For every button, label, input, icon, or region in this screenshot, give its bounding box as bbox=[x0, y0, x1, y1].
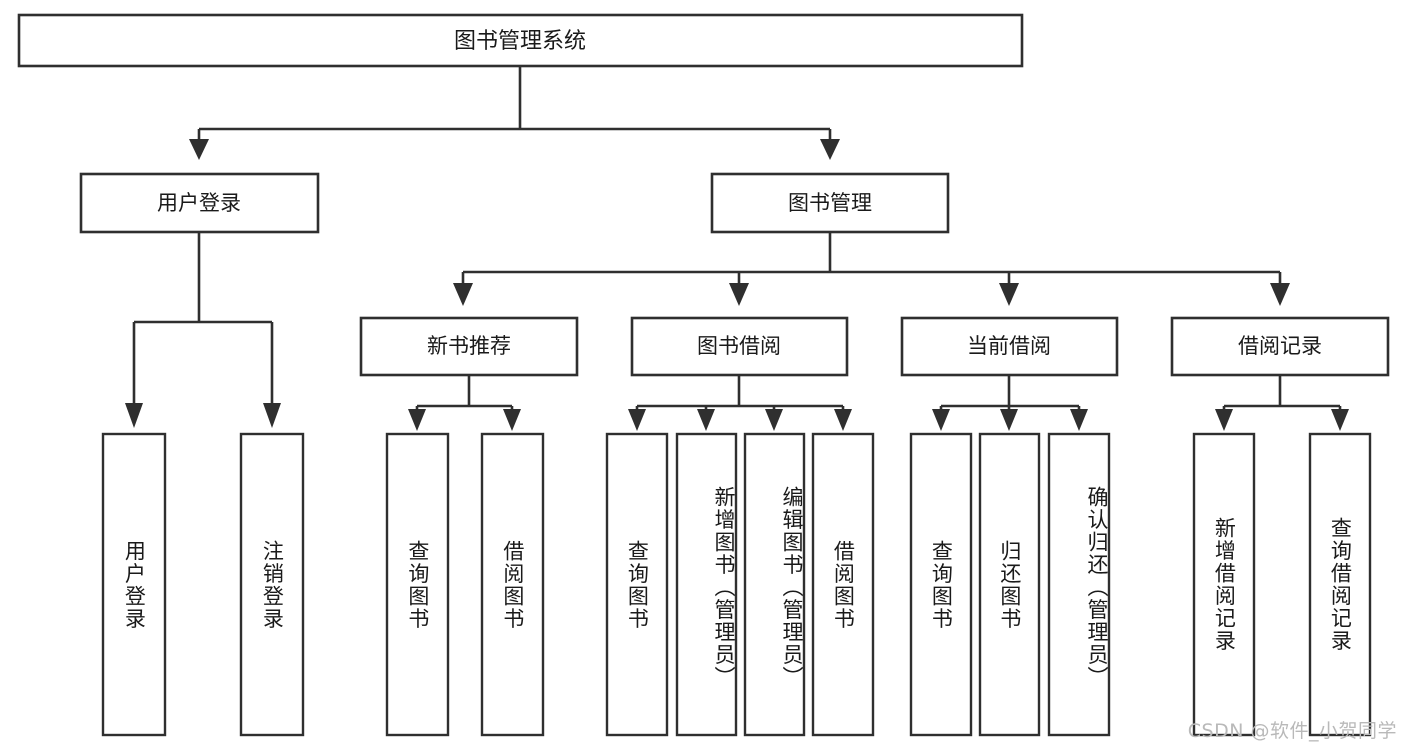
node-leaf-add-borrow-record-box[interactable] bbox=[1192, 432, 1256, 737]
node-user-login-box[interactable] bbox=[79, 172, 320, 234]
arrow-br-leaf-1 bbox=[1215, 409, 1233, 431]
node-leaf-user-logout-box[interactable] bbox=[239, 432, 305, 737]
node-leaf-query-book-2-box[interactable] bbox=[605, 432, 669, 737]
arrow-cb-leaf-2 bbox=[1000, 409, 1018, 431]
connector-group-user-login bbox=[125, 232, 281, 428]
arrow-bb-leaf-1 bbox=[628, 409, 646, 431]
node-leaf-return-book-box[interactable] bbox=[978, 432, 1041, 737]
arrow-root-to-book-management bbox=[820, 139, 840, 160]
node-current-borrow-box[interactable] bbox=[900, 316, 1119, 377]
connector-group-book-management bbox=[453, 232, 1290, 306]
node-book-management-label: 图书管理 bbox=[788, 191, 872, 215]
arrow-bb-leaf-3 bbox=[765, 409, 783, 431]
node-root-box[interactable] bbox=[17, 13, 1024, 68]
node-current-borrow[interactable]: 当前借阅 bbox=[900, 316, 1119, 377]
arrow-user-login-leaf-2 bbox=[263, 403, 281, 428]
node-borrow-record[interactable]: 借阅记录 bbox=[1170, 316, 1390, 377]
node-new-book-recommend-box[interactable] bbox=[359, 316, 579, 377]
node-user-login-label: 用户登录 bbox=[157, 191, 241, 215]
arrow-user-login-leaf-1 bbox=[125, 403, 143, 428]
arrow-bm-to-current-borrow bbox=[999, 283, 1019, 306]
node-borrow-record-box[interactable] bbox=[1170, 316, 1390, 377]
arrow-nbr-leaf-1 bbox=[408, 409, 426, 431]
node-new-book-recommend-label: 新书推荐 bbox=[427, 334, 511, 358]
arrow-cb-leaf-3 bbox=[1070, 409, 1088, 431]
arrow-bm-to-book-borrow bbox=[729, 283, 749, 306]
node-book-management[interactable]: 图书管理 bbox=[710, 172, 950, 234]
leaf-box-group bbox=[101, 432, 1372, 737]
arrow-bb-leaf-4 bbox=[834, 409, 852, 431]
arrow-cb-leaf-1 bbox=[932, 409, 950, 431]
arrow-bb-leaf-2 bbox=[697, 409, 715, 431]
arrow-nbr-leaf-2 bbox=[503, 409, 521, 431]
connector-group-root bbox=[189, 66, 840, 160]
node-leaf-query-book-1-box[interactable] bbox=[385, 432, 450, 737]
connector-group-borrow-record bbox=[1215, 375, 1349, 431]
node-leaf-add-book-box[interactable] bbox=[675, 432, 738, 737]
node-root-label: 图书管理系统 bbox=[454, 29, 586, 54]
watermark-text: CSDN @软件_小贺同学 bbox=[1187, 720, 1397, 742]
node-root[interactable]: 图书管理系统 bbox=[17, 13, 1024, 68]
connector-group-current-borrow bbox=[932, 375, 1088, 431]
node-book-borrow[interactable]: 图书借阅 bbox=[630, 316, 849, 377]
node-borrow-record-label: 借阅记录 bbox=[1238, 334, 1322, 358]
node-current-borrow-label: 当前借阅 bbox=[967, 334, 1051, 358]
node-leaf-edit-book-box[interactable] bbox=[743, 432, 806, 737]
node-user-login[interactable]: 用户登录 bbox=[79, 172, 320, 234]
node-leaf-query-book-3-box[interactable] bbox=[909, 432, 973, 737]
node-book-borrow-label: 图书借阅 bbox=[697, 334, 781, 358]
node-leaf-user-login-box[interactable] bbox=[101, 432, 167, 737]
node-book-borrow-box[interactable] bbox=[630, 316, 849, 377]
node-leaf-borrow-book-1-box[interactable] bbox=[480, 432, 545, 737]
connector-group-book-borrow bbox=[628, 375, 852, 431]
arrow-br-leaf-2 bbox=[1331, 409, 1349, 431]
node-leaf-confirm-return-box[interactable] bbox=[1047, 432, 1111, 737]
node-leaf-query-borrow-record-box[interactable] bbox=[1308, 432, 1372, 737]
arrow-root-to-user-login bbox=[189, 139, 209, 160]
node-new-book-recommend[interactable]: 新书推荐 bbox=[359, 316, 579, 377]
node-book-management-box[interactable] bbox=[710, 172, 950, 234]
arrow-bm-to-borrow-record bbox=[1270, 283, 1290, 306]
node-leaf-borrow-book-2-box[interactable] bbox=[811, 432, 875, 737]
connector-group-new-book-recommend bbox=[408, 375, 521, 431]
arrow-bm-to-new-book-recommend bbox=[453, 283, 473, 306]
